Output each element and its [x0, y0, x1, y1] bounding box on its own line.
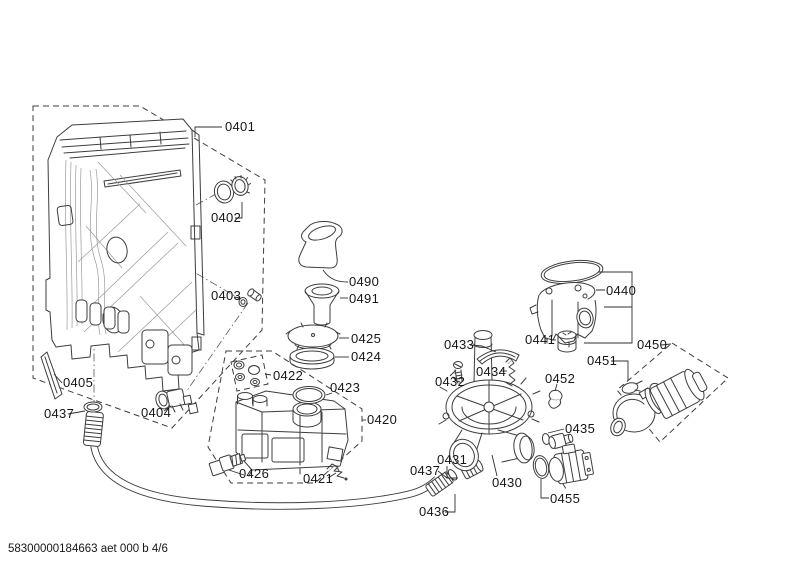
plug-cap-set — [233, 360, 260, 386]
panel-dashed-enclosure — [32, 105, 266, 429]
check-valve — [541, 432, 574, 449]
callout-0423: 0423 — [330, 380, 360, 395]
callout-labels: 0401 0402 0403 0404 0405 0437 0420 0421 … — [44, 119, 667, 519]
small-damper — [557, 330, 577, 353]
curved-guide-rail — [476, 349, 520, 365]
callout-0430: 0430 — [492, 475, 522, 490]
spring-clip — [504, 357, 516, 387]
caps-dashed-box — [230, 354, 269, 392]
elbow-connector — [208, 453, 247, 477]
callout-0426: 0426 — [239, 466, 269, 481]
callout-0450: 0450 — [637, 337, 667, 352]
callout-0433: 0433 — [444, 337, 474, 352]
trim-strip — [40, 351, 63, 400]
callout-0401: 0401 — [225, 119, 255, 134]
inlet-valve — [155, 388, 199, 415]
fastener-set — [238, 288, 262, 307]
callout-0436: 0436 — [419, 504, 449, 519]
callout-0405: 0405 — [63, 375, 93, 390]
motor-dashed-enclosure — [616, 342, 729, 443]
callout-leader-lines — [53, 126, 672, 513]
callout-0455: 0455 — [550, 491, 580, 506]
inner-door-panel — [45, 118, 205, 392]
document-code: 58300000184663 aet 000 b 4/6 — [8, 543, 168, 555]
salt-cap — [285, 322, 341, 350]
callout-0435: 0435 — [565, 421, 595, 436]
hose-clamp — [621, 380, 643, 394]
callout-0432: 0432 — [435, 374, 465, 389]
callout-0437-hose-right: 0437 — [410, 463, 440, 478]
softener-dashed-enclosure — [207, 350, 363, 484]
drain-hose — [90, 445, 440, 510]
heat-pump-head — [529, 259, 604, 348]
filling-jug — [298, 221, 343, 269]
callout-0452: 0452 — [545, 371, 575, 386]
threaded-connection-seals — [213, 175, 251, 204]
callout-0424: 0424 — [351, 349, 381, 364]
callout-0441: 0441 — [525, 332, 555, 347]
callout-0451: 0451 — [587, 353, 617, 368]
callout-0404: 0404 — [141, 405, 171, 420]
sump-assembly — [438, 330, 541, 472]
callout-0434: 0434 — [476, 364, 506, 379]
callout-0403: 0403 — [211, 288, 241, 303]
salt-cap-seal — [289, 347, 335, 370]
callout-0437-hose-left: 0437 — [44, 406, 74, 421]
drain-pump — [532, 443, 594, 489]
hose-fitting-left — [82, 401, 104, 447]
circulation-pump-motor — [610, 368, 708, 437]
retaining-clip — [326, 463, 348, 481]
softener-neck-seal — [292, 386, 326, 404]
callout-0402: 0402 — [211, 210, 241, 225]
callout-0491: 0491 — [349, 291, 379, 306]
water-softener-tank — [235, 390, 349, 477]
fastening-screw — [453, 361, 463, 383]
small-bracket — [548, 389, 563, 409]
callout-0425: 0425 — [351, 331, 381, 346]
callout-0431: 0431 — [437, 452, 467, 467]
callout-0440: 0440 — [606, 283, 636, 298]
callout-0421: 0421 — [303, 471, 333, 486]
callout-0422: 0422 — [273, 368, 303, 383]
panel-bottom-moldings — [75, 299, 193, 376]
callout-0490: 0490 — [349, 274, 379, 289]
assembly-axis-lines — [93, 193, 249, 402]
callout-0420: 0420 — [367, 412, 397, 427]
filling-funnel — [304, 283, 340, 326]
